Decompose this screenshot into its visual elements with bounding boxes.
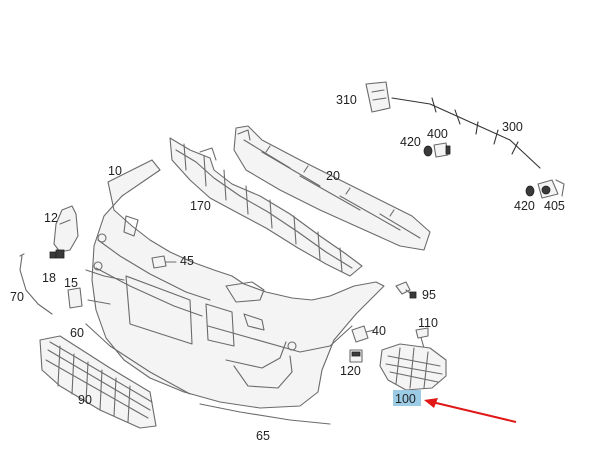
part-110-screw <box>415 327 429 349</box>
part-18-clip <box>49 249 65 259</box>
arrow-indicator-icon <box>424 398 517 423</box>
label-90: 90 <box>78 393 92 407</box>
label-405: 405 <box>544 199 565 213</box>
part-100-fog-light-grille <box>379 343 447 391</box>
part-310-bracket <box>365 81 391 113</box>
part-90-lower-grille <box>39 335 157 429</box>
label-120: 120 <box>340 364 361 378</box>
label-400: 400 <box>427 127 448 141</box>
label-10: 10 <box>108 164 122 178</box>
label-110: 110 <box>418 316 438 330</box>
label-70: 70 <box>10 290 24 304</box>
label-300: 300 <box>502 120 523 134</box>
label-12: 12 <box>44 211 58 225</box>
part-45-screw <box>151 255 177 269</box>
label-65: 65 <box>256 429 270 443</box>
part-70-trim-strip <box>19 253 53 315</box>
part-65-lower-trim <box>199 403 331 425</box>
part-20-crossmember <box>233 125 431 251</box>
label-40: 40 <box>372 324 386 338</box>
part-10-bumper-cover <box>85 159 385 409</box>
label-95: 95 <box>422 288 436 302</box>
part-170-reinforcement <box>169 137 363 277</box>
label-15: 15 <box>64 276 78 290</box>
part-300-wiring-harness <box>391 97 541 169</box>
part-15-plate <box>67 287 83 309</box>
part-100-highlight <box>393 390 421 406</box>
label-170: 170 <box>190 199 211 213</box>
label-60: 60 <box>70 326 84 340</box>
part-60-strip <box>85 323 191 395</box>
part-400-sensor <box>423 142 451 158</box>
label-45: 45 <box>180 254 194 268</box>
label-420-upper: 420 <box>400 135 421 149</box>
part-405-sensor <box>525 179 565 199</box>
part-120-nut <box>349 349 363 363</box>
part-12-tow-hook-cover <box>53 205 79 253</box>
label-100: 100 <box>395 392 416 406</box>
label-18: 18 <box>42 271 56 285</box>
part-40-bolt <box>351 325 375 343</box>
label-310: 310 <box>336 93 357 107</box>
part-95-push-clip <box>395 281 417 299</box>
label-20: 20 <box>326 169 340 183</box>
label-420-lower: 420 <box>514 199 535 213</box>
